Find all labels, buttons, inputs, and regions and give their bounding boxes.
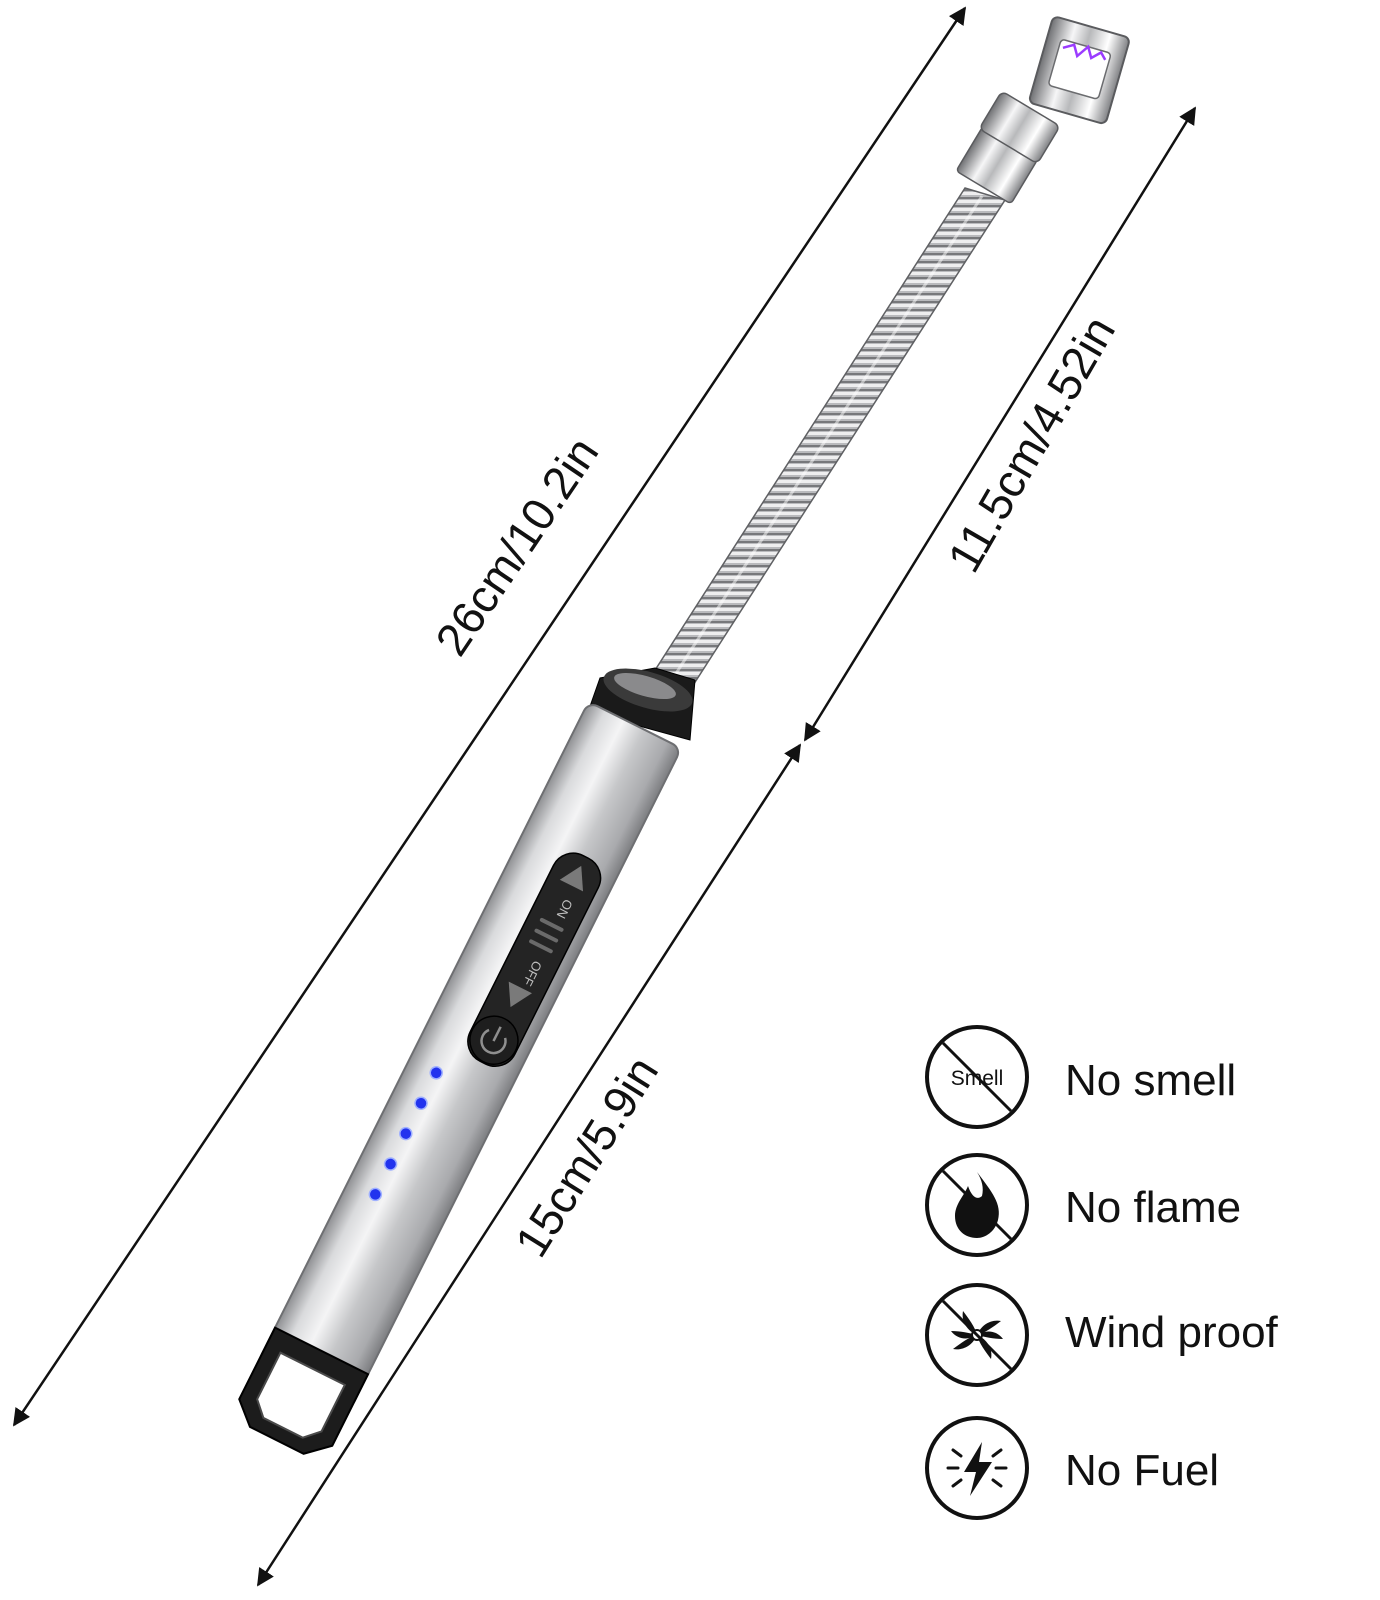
hanging-loop bbox=[238, 1326, 370, 1455]
feature-label: Wind proof bbox=[1065, 1308, 1279, 1357]
arc-head bbox=[1028, 16, 1130, 125]
feature-wind-proof: Wind proof bbox=[925, 1283, 1279, 1387]
feature-no-fuel: No Fuel bbox=[925, 1416, 1219, 1520]
handle-length-label: 15cm/5.9in bbox=[505, 1047, 668, 1265]
no-flame-icon bbox=[925, 1153, 1029, 1257]
plasma-arc bbox=[1062, 43, 1107, 61]
handle-length-arrow bbox=[256, 743, 802, 1587]
total-length-arrow bbox=[12, 6, 967, 1427]
battery-led bbox=[383, 1157, 398, 1171]
no-fuel-icon bbox=[925, 1416, 1029, 1520]
power-icon bbox=[480, 1026, 507, 1055]
feature-no-smell: Smell No smell bbox=[925, 1025, 1236, 1129]
feature-label: No Fuel bbox=[1065, 1446, 1219, 1495]
wind-proof-icon bbox=[925, 1283, 1029, 1387]
neck-length-arrow bbox=[803, 106, 1197, 742]
battery-led bbox=[429, 1066, 443, 1080]
tip-collar bbox=[956, 92, 1059, 204]
no-smell-icon: Smell bbox=[925, 1025, 1029, 1129]
lighter-illustration: ON OFF bbox=[238, 16, 1130, 1455]
battery-led bbox=[414, 1096, 428, 1110]
feature-list: Smell No smell No flame bbox=[925, 1025, 1279, 1520]
neck-length-label: 11.5cm/4.52in bbox=[937, 307, 1125, 580]
feature-no-flame: No flame bbox=[925, 1153, 1241, 1257]
power-button[interactable] bbox=[462, 1008, 526, 1072]
feature-label: No smell bbox=[1065, 1056, 1236, 1105]
total-length-label: 26cm/10.2in bbox=[425, 428, 608, 665]
battery-led bbox=[368, 1187, 383, 1202]
battery-led bbox=[399, 1126, 413, 1141]
battery-indicator bbox=[368, 1066, 443, 1202]
slide-switch-panel bbox=[467, 852, 602, 1067]
feature-label: No flame bbox=[1065, 1183, 1241, 1232]
total-length-dimension: 26cm/10.2in bbox=[12, 6, 967, 1427]
